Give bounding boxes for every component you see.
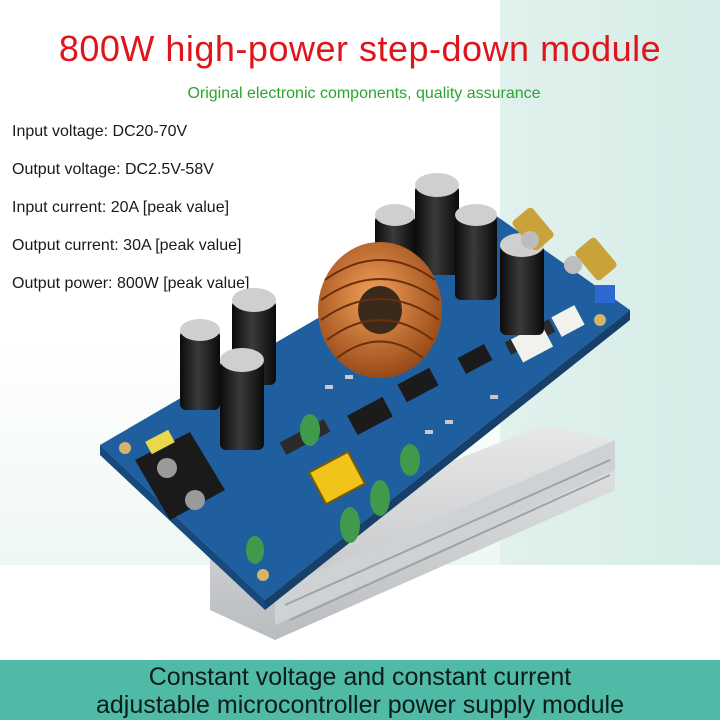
page-title: 800W high-power step-down module <box>58 28 662 69</box>
output-terminals <box>512 207 617 281</box>
spec-output-power: Output power: 800W [peak value] <box>12 275 250 292</box>
spec-input-current: Input current: 20A [peak value] <box>12 199 230 216</box>
spec-output-voltage: Output voltage: DC2.5V-58V <box>12 161 214 178</box>
capacitors <box>180 173 544 450</box>
footer-line-2: adjustable microcontroller power supply … <box>95 691 625 719</box>
terminal-block <box>135 429 225 520</box>
spec-list: Input voltage: DC20-70V Output voltage: … <box>12 122 249 312</box>
toroid-inductor <box>318 242 442 378</box>
footer-banner: Constant voltage and constant current ad… <box>0 660 720 720</box>
page-subtitle: Original electronic components, quality … <box>187 85 541 102</box>
circuit-components <box>246 285 615 564</box>
heatsink <box>210 425 615 640</box>
footer-line-1: Constant voltage and constant current <box>148 663 572 691</box>
spec-input-voltage: Input voltage: DC20-70V <box>12 123 188 140</box>
spec-output-current: Output current: 30A [peak value] <box>12 237 242 254</box>
product-photo <box>100 173 630 640</box>
